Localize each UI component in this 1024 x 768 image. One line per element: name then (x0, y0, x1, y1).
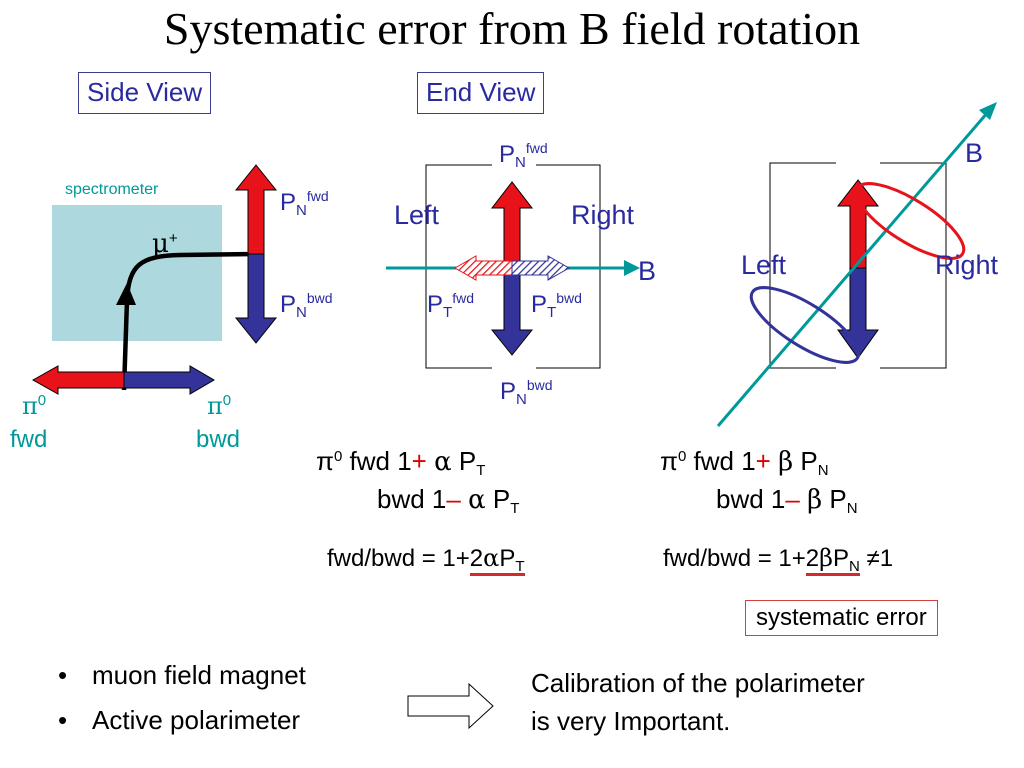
left-orbit-ellipse (749, 286, 861, 364)
pi-fwd-text: fwd (10, 426, 48, 453)
systematic-error-box: systematic error (745, 600, 938, 636)
conclusion-line-1: Calibration of the polarimeter (531, 668, 865, 698)
side-pn-bwd-arrow (234, 253, 278, 344)
page-title: Systematic error from B field rotation (163, 3, 861, 54)
rotated-b-line (716, 111, 990, 427)
end-pn-fwd-arrow (490, 181, 534, 265)
eq-left-fwd: π0 fwd 1+ α PT (316, 446, 486, 479)
eq-right-bwd: bwd 1– β PN (716, 484, 858, 517)
muon-track-arrowhead (116, 283, 136, 305)
end-pn-fwd-label: PNfwd (499, 140, 548, 171)
end-view-b-arrowhead (624, 260, 640, 276)
pi-bwd-symbol: π0 (207, 392, 232, 420)
end-right-label: Right (571, 200, 635, 230)
rot-left-label: Left (741, 250, 787, 280)
rotated-b-arrowhead (979, 102, 997, 120)
implies-arrow-icon (407, 682, 494, 730)
pi-fwd-symbol: π0 (22, 392, 47, 420)
end-left-label: Left (394, 200, 440, 230)
end-pt-bwd-label: PTbwd (531, 290, 582, 321)
pi-bwd-text: bwd (196, 426, 241, 453)
bullet-item: •muon field magnet (58, 660, 306, 690)
side-pn-fwd-label: PNfwd (280, 188, 329, 219)
side-pn-bwd-label: PNbwd (280, 290, 333, 321)
eq-left-bwd: bwd 1– α PT (377, 484, 520, 517)
side-pi-fwd-arrow (31, 365, 125, 395)
end-b-label: B (638, 256, 657, 286)
end-pt-fwd-label: PTfwd (427, 290, 474, 321)
end-view-label: End View (417, 72, 545, 114)
rotated-view-frame (769, 162, 947, 369)
spectrometer-box (52, 205, 222, 341)
eq-left-ratio: fwd/bwd = 1+2αPT (327, 544, 525, 576)
end-pn-bwd-arrow (490, 271, 534, 356)
end-pt-fwd-arrow (453, 255, 513, 281)
end-pt-bwd-arrow (511, 255, 571, 281)
side-pn-fwd-arrow (234, 164, 278, 255)
conclusion-line-2: is very Important. (531, 706, 731, 736)
right-orbit-ellipse (854, 182, 966, 260)
side-pi-bwd-arrow (123, 365, 215, 395)
bullet-item: •Active polarimeter (58, 705, 301, 735)
eq-right-ratio: fwd/bwd = 1+2βPN ≠1 (663, 544, 894, 576)
rot-b-label: B (965, 138, 984, 168)
eq-right-fwd: π0 fwd 1+ β PN (660, 446, 829, 479)
end-pn-bwd-label: PNbwd (500, 377, 553, 408)
rot-right-label: Right (935, 250, 999, 280)
muon-label: μ+ (152, 229, 178, 259)
spectrometer-label: spectrometer (65, 181, 159, 198)
rot-pn-fwd-arrow (836, 179, 880, 269)
side-view-label: Side View (78, 72, 212, 114)
bullet-list: •muon field magnet •Active polarimeter (58, 660, 306, 750)
